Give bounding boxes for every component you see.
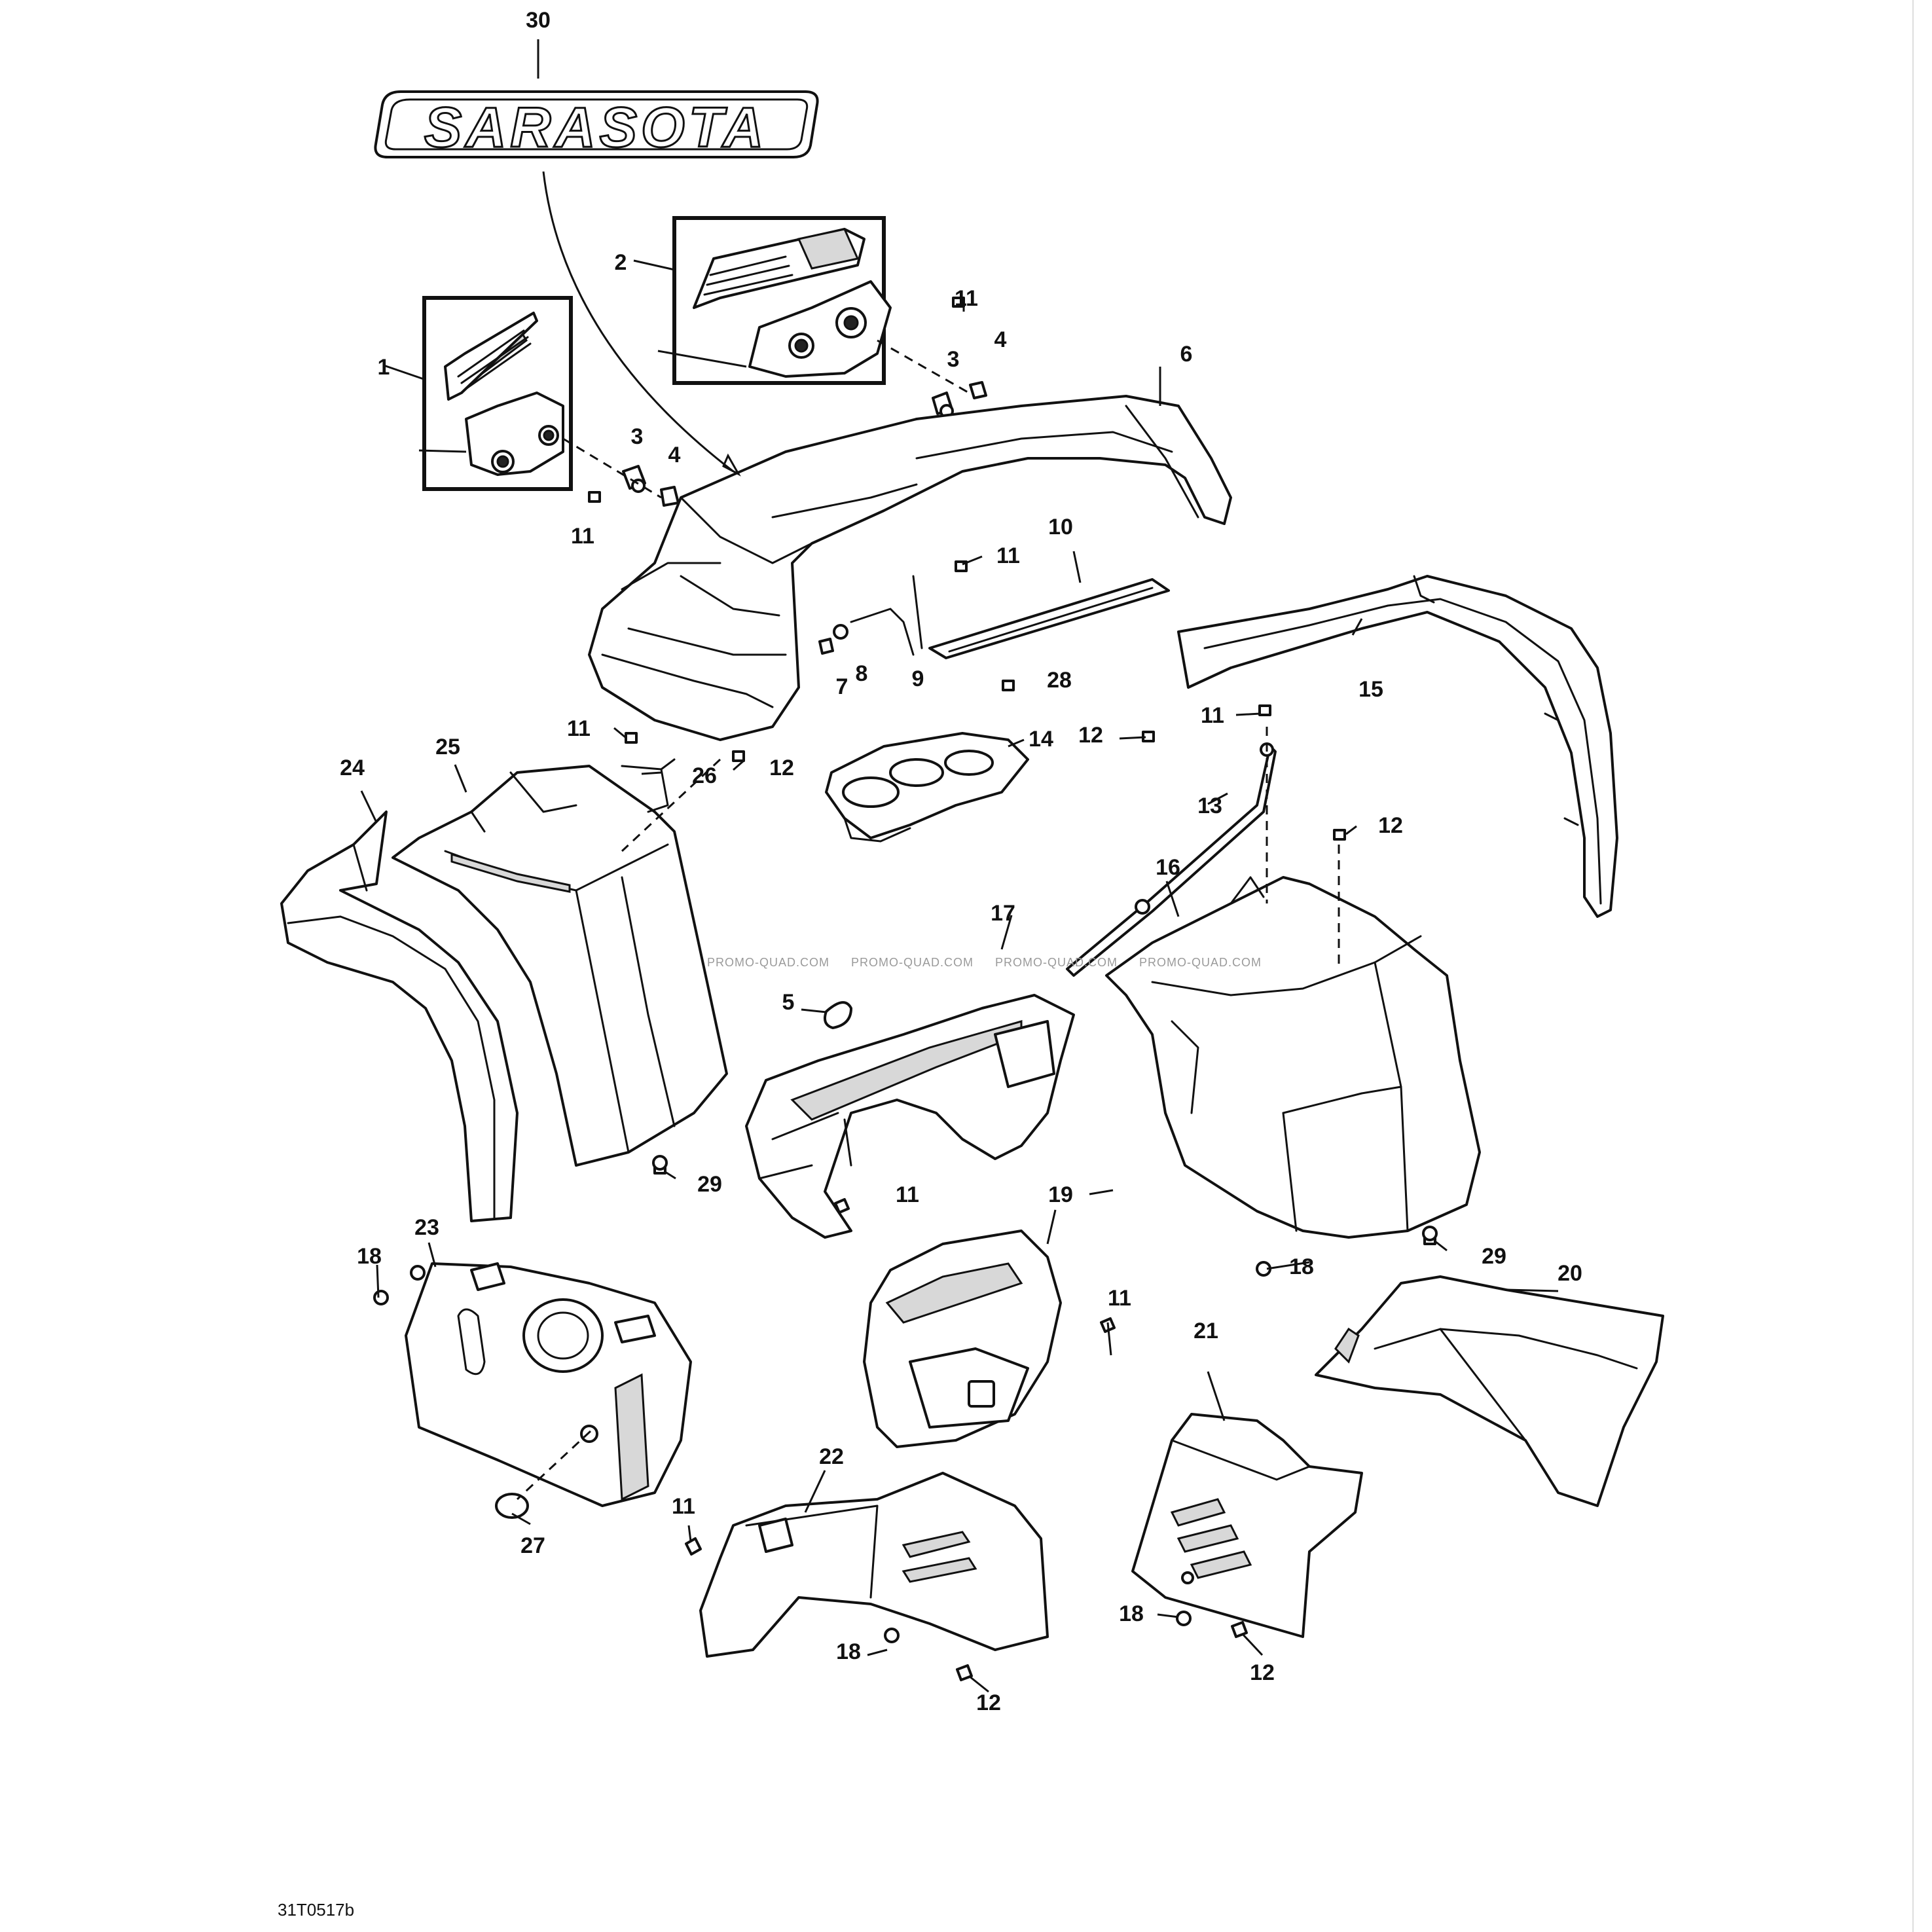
callout-11-f: 11 xyxy=(896,1182,919,1207)
callout-29-b: 29 xyxy=(1482,1244,1506,1269)
drawing-code: 31T0517b xyxy=(278,1900,354,1920)
callout-4-a: 4 xyxy=(994,327,1007,352)
callout-8: 8 xyxy=(856,661,868,686)
callout-3-b: 3 xyxy=(631,424,644,449)
callout-24: 24 xyxy=(340,756,365,780)
bulb-3-left xyxy=(622,465,646,493)
part-26-bracket xyxy=(621,758,676,813)
callout-16: 16 xyxy=(1156,855,1180,880)
callout-18-c: 18 xyxy=(836,1639,861,1664)
callout-23: 23 xyxy=(414,1215,439,1240)
part-6-hood xyxy=(588,395,1232,741)
callout-5: 5 xyxy=(782,990,795,1015)
assembly-dashed-lines xyxy=(516,339,1340,1501)
callout-12-c: 12 xyxy=(1378,813,1403,838)
callout-10: 10 xyxy=(1048,515,1073,539)
part-8-washer xyxy=(833,624,848,640)
callout-27: 27 xyxy=(520,1533,545,1558)
callout-29-a: 29 xyxy=(697,1172,722,1197)
callout-26: 26 xyxy=(692,763,717,788)
callout-12-d: 12 xyxy=(976,1690,1001,1715)
callout-18-d: 18 xyxy=(1119,1601,1144,1626)
callout-25: 25 xyxy=(435,735,460,759)
decal-logo-text: SARASOTA xyxy=(424,96,767,159)
watermark-1: PROMO-QUAD.COM xyxy=(707,956,829,969)
callout-12-b: 12 xyxy=(769,756,794,780)
part-19-console xyxy=(863,1230,1062,1448)
callout-11-c: 11 xyxy=(996,543,1020,568)
callout-19: 19 xyxy=(1048,1182,1073,1207)
callout-14: 14 xyxy=(1029,727,1053,752)
part-23-lower-panel-left xyxy=(405,1262,692,1507)
part-5-decal xyxy=(824,1001,852,1029)
part-20-lower-trim-right xyxy=(1315,1275,1664,1507)
screw-11-left-light xyxy=(588,491,601,503)
callout-7: 7 xyxy=(836,674,848,699)
watermark-2: PROMO-QUAD.COM xyxy=(851,956,974,969)
part-10-plate xyxy=(928,578,1170,659)
callout-11-g: 11 xyxy=(1108,1286,1131,1311)
callout-30: 30 xyxy=(526,8,551,33)
part-7-screw xyxy=(818,638,834,655)
callout-18-a: 18 xyxy=(1289,1254,1314,1279)
callout-11-e: 11 xyxy=(567,716,591,741)
watermark-4: PROMO-QUAD.COM xyxy=(1139,956,1262,969)
callout-21: 21 xyxy=(1194,1319,1218,1343)
part-9-rod xyxy=(850,575,923,656)
callout-11-a: 11 xyxy=(955,286,978,311)
socket-4-left xyxy=(660,486,680,507)
callout-20: 20 xyxy=(1558,1261,1582,1286)
part-14-cup-holder xyxy=(825,732,1029,843)
part-25-side-panel-left xyxy=(392,765,728,1167)
part-2-light-housing-right xyxy=(672,216,892,385)
watermark-3: PROMO-QUAD.COM xyxy=(995,956,1118,969)
sarasota-decal: SARASOTA xyxy=(374,90,819,160)
callout-11-h: 11 xyxy=(672,1494,695,1519)
part-24-fender-flare-left xyxy=(280,811,519,1222)
callout-17: 17 xyxy=(991,901,1015,926)
socket-4-right xyxy=(969,381,987,399)
part-17-front-panel xyxy=(745,994,1075,1239)
callout-6: 6 xyxy=(1180,342,1193,367)
callout-12-e: 12 xyxy=(1250,1660,1275,1685)
callout-labels: 30 2 11 4 3 6 1 3 4 11 10 11 7 8 9 28 15… xyxy=(340,8,1582,1715)
bulb-3-right xyxy=(932,392,954,418)
leader-lines xyxy=(360,39,1559,1693)
part-22-lower-panel-middle xyxy=(699,1472,1049,1658)
callout-22: 22 xyxy=(819,1444,844,1469)
part-21-lower-panel-right xyxy=(1131,1413,1363,1638)
callout-12-a: 12 xyxy=(1078,723,1103,748)
callout-9: 9 xyxy=(912,666,924,691)
callout-11-b: 11 xyxy=(571,524,594,549)
callout-4-b: 4 xyxy=(668,443,681,467)
callout-11-d: 11 xyxy=(1201,703,1224,728)
callout-13: 13 xyxy=(1197,793,1222,818)
callout-28: 28 xyxy=(1047,668,1072,693)
callout-1: 1 xyxy=(378,355,390,380)
watermarks: PROMO-QUAD.COM PROMO-QUAD.COM PROMO-QUAD… xyxy=(707,956,1262,969)
part-15-rail-trim xyxy=(1177,575,1618,918)
callout-18-b: 18 xyxy=(357,1244,382,1269)
callout-2: 2 xyxy=(615,250,627,275)
part-1-light-housing-left xyxy=(422,296,573,491)
callout-15: 15 xyxy=(1358,677,1383,702)
part-16-side-panel-right xyxy=(1105,876,1481,1239)
callout-3-a: 3 xyxy=(947,347,960,372)
